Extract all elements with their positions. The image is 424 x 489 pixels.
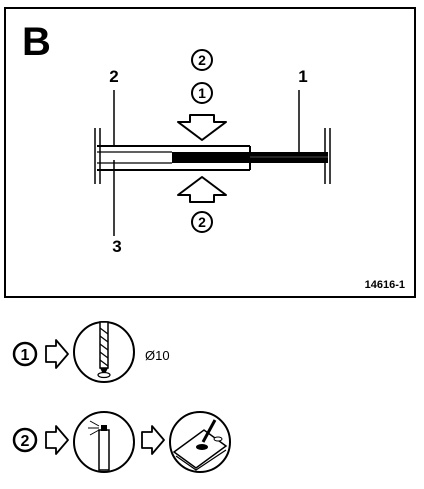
outer-tube <box>97 145 251 171</box>
right-arrow-icon <box>141 425 165 455</box>
legend-step-2: 2 <box>12 411 231 473</box>
reference-code: 14616-1 <box>365 279 405 291</box>
drill-bit-icon <box>73 321 135 383</box>
top-step-2: 2 <box>191 49 213 71</box>
svg-text:1: 1 <box>198 85 206 101</box>
left-wall <box>94 128 101 184</box>
inner-rod <box>172 152 328 163</box>
step-1-circle <box>12 341 38 367</box>
svg-text:2: 2 <box>21 433 30 450</box>
step-2-circle <box>12 427 38 453</box>
panel-frame <box>4 7 416 298</box>
down-arrow-icon <box>177 114 227 141</box>
right-arrow-icon <box>45 339 69 369</box>
svg-text:1: 1 <box>21 347 30 364</box>
up-arrow-icon <box>177 176 227 203</box>
panel-letter: B <box>22 20 51 64</box>
callout-3: 3 <box>112 237 121 256</box>
legend-step-1: 1 Ø10 <box>12 321 170 383</box>
hole-diameter-label: Ø10 <box>145 348 170 363</box>
bottom-step-2: 2 <box>191 211 213 233</box>
callout-1: 1 <box>298 67 307 86</box>
svg-text:2: 2 <box>198 214 206 230</box>
top-step-1: 1 <box>191 82 213 104</box>
brush-applicator-icon <box>169 411 231 473</box>
svg-text:2: 2 <box>198 52 206 68</box>
callout-2: 2 <box>109 67 118 86</box>
right-arrow-icon <box>45 425 69 455</box>
spray-can-icon <box>73 411 135 473</box>
